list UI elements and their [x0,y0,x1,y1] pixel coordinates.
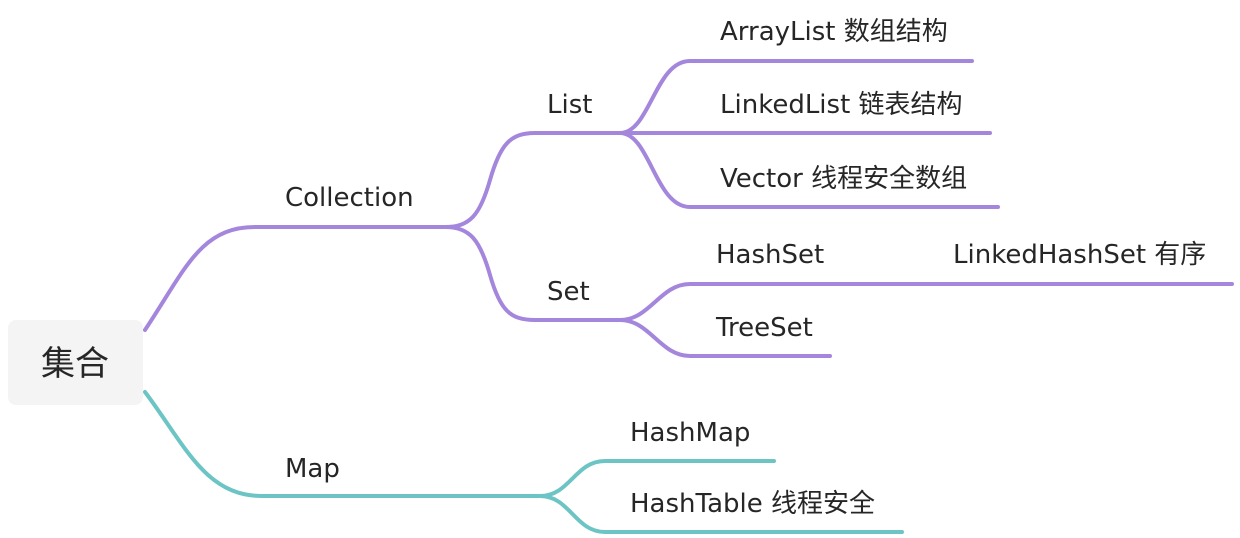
node-hashtable[interactable]: HashTable 线程安全 [630,489,875,519]
topic-labels: Collection List ArrayList 数组结构 LinkedLis… [285,17,1206,519]
node-hashmap[interactable]: HashMap [630,418,750,448]
edge-list-vector [618,131,1000,209]
root-box [8,320,143,405]
edge-list-arraylist [618,59,974,135]
edge-map-hashtable [538,494,904,534]
map-branches [143,390,904,534]
node-vector[interactable]: Vector 线程安全数组 [720,164,967,194]
node-treeset[interactable]: TreeSet [715,313,813,343]
node-linkedlist[interactable]: LinkedList 链表结构 [720,90,963,120]
node-collection[interactable]: Collection [285,183,414,213]
node-set[interactable]: Set [547,277,590,307]
edge-collection-list [443,131,622,229]
node-hashset[interactable]: HashSet [716,240,824,270]
edge-collection-set [443,225,622,322]
root-label: 集合 [41,344,109,384]
node-map[interactable]: Map [285,454,340,484]
edge-set-treeset [618,318,832,358]
node-list[interactable]: List [547,90,592,120]
edge-root-collection [143,225,447,332]
node-arraylist[interactable]: ArrayList 数组结构 [720,17,948,47]
collection-branches [143,59,1234,358]
edge-map-hashmap [538,459,776,498]
edge-root-map [143,390,542,498]
node-linkedhashset[interactable]: LinkedHashSet 有序 [953,240,1206,270]
root-node[interactable]: 集合 [8,320,143,405]
edge-set-hashset [618,282,1234,322]
